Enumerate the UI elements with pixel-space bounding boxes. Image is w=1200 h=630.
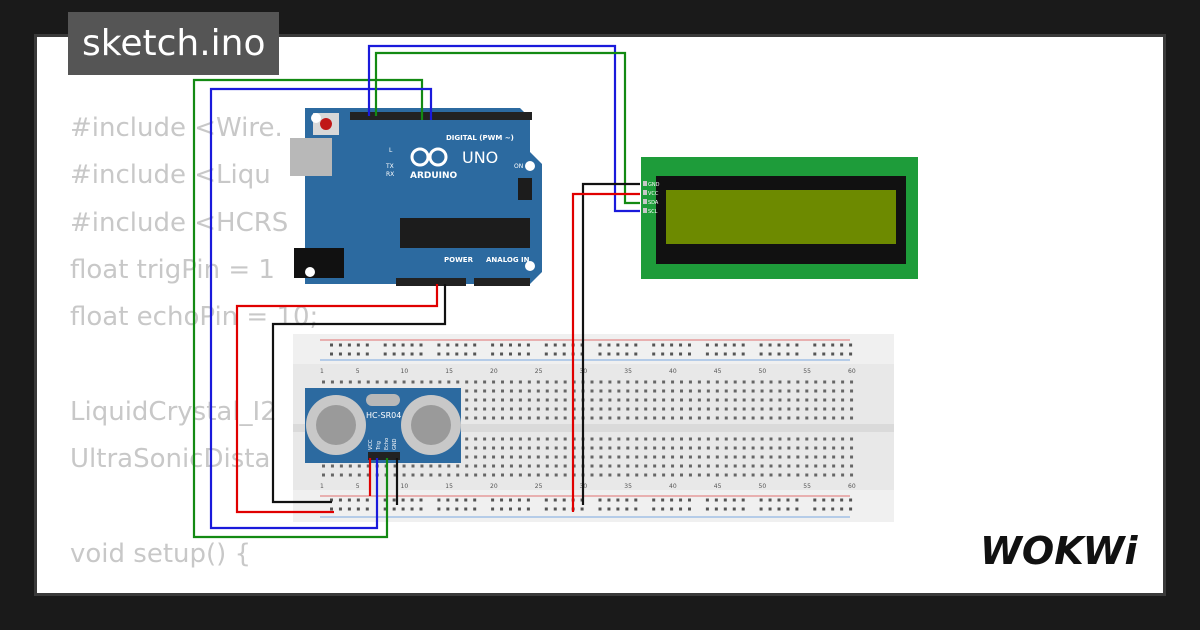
lcd-pin-label: VCC bbox=[648, 191, 659, 197]
breadboard-column-number: 15 bbox=[445, 483, 453, 490]
on-label: ON bbox=[514, 163, 523, 170]
breadboard-column-number: 35 bbox=[624, 483, 632, 490]
sensor-pin-label: GND bbox=[392, 438, 398, 450]
breadboard-column-number: 1 bbox=[320, 368, 324, 375]
wire-green-left bbox=[192, 78, 424, 539]
sensor-pin-label: VCC bbox=[368, 439, 374, 450]
wire-red-lcd bbox=[571, 192, 640, 512]
breadboard-column-number: 15 bbox=[445, 368, 453, 375]
rx-label: RX bbox=[386, 171, 394, 178]
power-header bbox=[396, 278, 466, 286]
breadboard-column-number: 40 bbox=[669, 368, 677, 375]
icsp-header bbox=[518, 178, 532, 200]
sensor-pin-label: Trig bbox=[376, 441, 382, 451]
arduino-uno[interactable]: UNO ARDUINO DIGITAL (PWM ~) POWER ANALOG… bbox=[290, 108, 542, 286]
breadboard-column-number: 45 bbox=[714, 483, 722, 490]
breadboard-column-number: 20 bbox=[490, 483, 498, 490]
breadboard-column-number: 55 bbox=[803, 368, 811, 375]
breadboard-column-number: 20 bbox=[490, 368, 498, 375]
usb-port bbox=[290, 138, 332, 176]
board-brand: ARDUINO bbox=[410, 171, 458, 181]
breadboard-column-number: 1 bbox=[320, 483, 324, 490]
power-jack bbox=[294, 248, 344, 278]
wire-blue-lcd bbox=[367, 44, 640, 213]
lcd-pin-label: SDA bbox=[648, 200, 659, 206]
board-model: UNO bbox=[462, 148, 498, 167]
digital-label: DIGITAL (PWM ~) bbox=[446, 134, 514, 142]
lcd-pin[interactable] bbox=[643, 199, 647, 204]
breadboard-column-number: 5 bbox=[356, 368, 360, 375]
file-title: sketch.ino bbox=[68, 12, 280, 75]
breadboard-column-number: 50 bbox=[759, 483, 767, 490]
breadboard-holes bbox=[322, 343, 854, 511]
breadboard-column-number: 35 bbox=[624, 368, 632, 375]
breadboard-column-number: 60 bbox=[848, 483, 856, 490]
breadboard-column-number: 50 bbox=[759, 368, 767, 375]
sensor-label: HC-SR04 bbox=[366, 411, 401, 420]
lcd-pin-labels: GND VCC SDA SCL bbox=[643, 181, 660, 215]
wire-blue-left bbox=[209, 87, 433, 530]
breadboard-column-number: 55 bbox=[803, 483, 811, 490]
lcd-pin-label: SCL bbox=[648, 209, 658, 215]
arduino-infinity-icon bbox=[410, 147, 448, 167]
breadboard-column-number: 25 bbox=[535, 368, 543, 375]
lcd-pin[interactable] bbox=[643, 190, 647, 195]
tx-label: TX bbox=[385, 163, 394, 170]
wire-black-sensor bbox=[271, 284, 447, 504]
l-label: L bbox=[389, 147, 393, 154]
wire-black-lcd bbox=[581, 182, 640, 505]
code-preview: #include <Wire. #include <Liqu #include … bbox=[70, 113, 319, 593]
lcd-pin[interactable] bbox=[643, 181, 647, 186]
wokwi-logo: WOKWi bbox=[980, 529, 1139, 573]
wire-red-sensor bbox=[235, 284, 439, 514]
breadboard-column-number: 5 bbox=[356, 483, 360, 490]
sensor-pin-label: Echo bbox=[384, 438, 390, 450]
breadboard-column-number: 40 bbox=[669, 483, 677, 490]
analog-label: ANALOG IN bbox=[486, 256, 530, 264]
analog-header bbox=[474, 278, 530, 286]
digital-header bbox=[350, 112, 532, 120]
atmega-chip bbox=[400, 218, 530, 248]
breadboard-column-number: 25 bbox=[535, 483, 543, 490]
lcd-pin-label: GND bbox=[648, 182, 660, 188]
svg-text:WOKWi: WOKWi bbox=[980, 529, 1139, 573]
lcd-module[interactable]: GND VCC SDA SCL bbox=[641, 157, 918, 279]
power-label: POWER bbox=[444, 256, 474, 264]
breadboard-column-number: 10 bbox=[401, 368, 409, 375]
wires[interactable] bbox=[192, 44, 640, 539]
reset-icon bbox=[320, 118, 332, 130]
breadboard-column-number: 60 bbox=[848, 368, 856, 375]
lcd-pin[interactable] bbox=[643, 208, 647, 213]
wire-green-lcd bbox=[374, 51, 640, 205]
lcd-screen bbox=[666, 190, 896, 244]
breadboard-column-number: 10 bbox=[401, 483, 409, 490]
breadboard-column-number: 45 bbox=[714, 368, 722, 375]
